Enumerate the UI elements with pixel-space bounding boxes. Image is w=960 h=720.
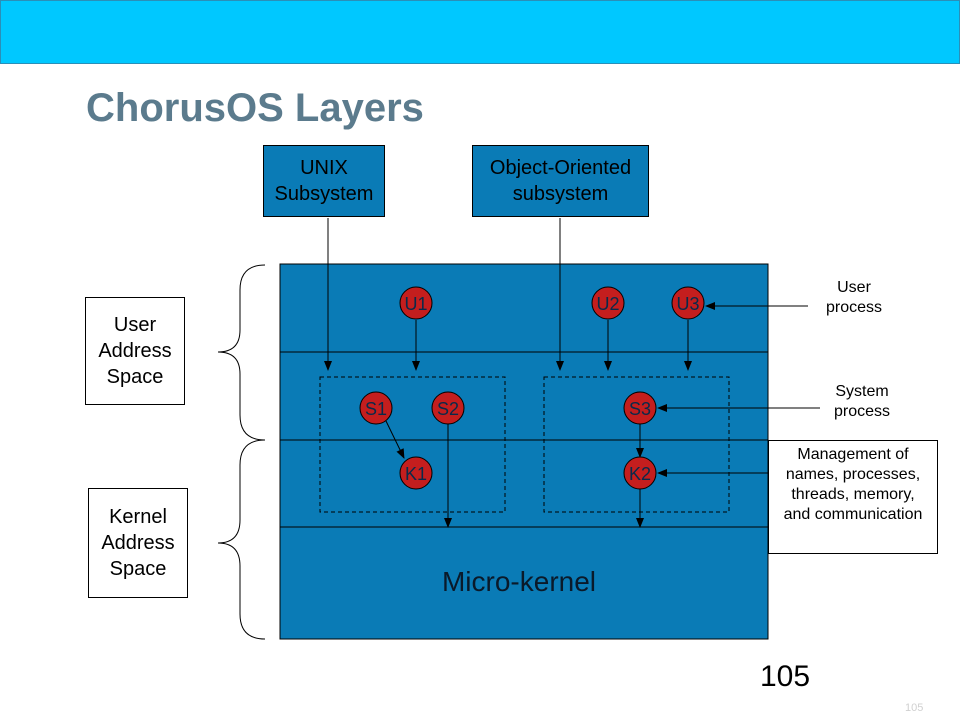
user-process-annotation: User process — [808, 278, 900, 318]
node-u3-label: U3 — [676, 294, 699, 314]
node-s3: S3 — [623, 391, 657, 425]
oo-subsystem-line-1: Object-Oriented — [489, 157, 632, 179]
page-number-footer: 105 — [905, 702, 924, 714]
oo-process-group — [543, 376, 730, 513]
kernel-address-line-2: Address — [101, 532, 175, 554]
slide-title: ChorusOS Layers — [86, 86, 424, 130]
user-address-space-box: User Address Space — [85, 297, 185, 405]
node-u1: U1 — [399, 286, 433, 320]
unix-subsystem-line-1: UNIX — [300, 157, 348, 179]
management-line-2: names, processes, — [785, 466, 921, 483]
unix-subsystem-line-2: Subsystem — [274, 183, 374, 205]
s1-to-k1-arrow — [385, 420, 405, 459]
node-s1-label: S1 — [365, 399, 387, 419]
user-process-line-2: process — [825, 299, 883, 316]
unix-subsystem-box: UNIX Subsystem — [263, 145, 385, 217]
management-line-4: and communication — [783, 506, 923, 523]
unix-process-group — [319, 376, 506, 513]
node-s3-label: S3 — [629, 399, 651, 419]
oo-subsystem-line-2: subsystem — [512, 183, 609, 205]
management-line-1: Management of — [797, 446, 909, 463]
system-process-annotation: System process — [816, 382, 908, 422]
user-address-line-2: Address — [98, 340, 172, 362]
node-k1-label: K1 — [405, 464, 427, 484]
node-k2-label: K2 — [629, 464, 651, 484]
user-process-line-1: User — [837, 279, 871, 296]
user-address-line-3: Space — [106, 366, 164, 388]
node-u2: U2 — [591, 286, 625, 320]
kernel-address-line-1: Kernel — [109, 506, 167, 528]
management-line-3: threads, memory, — [791, 486, 915, 503]
kernel-address-line-3: Space — [109, 558, 167, 580]
system-process-line-2: process — [833, 403, 891, 420]
management-annotation-box: Management of names, processes, threads,… — [768, 440, 938, 554]
kernel-space-brace — [217, 439, 266, 640]
node-s2: S2 — [431, 391, 465, 425]
node-u2-label: U2 — [596, 294, 619, 314]
node-u1-label: U1 — [404, 294, 427, 314]
page-number: 105 — [760, 660, 811, 693]
user-address-line-1: User — [113, 314, 157, 336]
system-process-line-1: System — [835, 383, 889, 400]
kernel-address-space-box: Kernel Address Space — [88, 488, 188, 598]
node-u3: U3 — [671, 286, 705, 320]
node-k2: K2 — [623, 456, 657, 490]
top-banner — [0, 0, 960, 64]
micro-kernel-label: Micro-kernel — [442, 566, 596, 597]
object-oriented-subsystem-box: Object-Oriented subsystem — [472, 145, 649, 217]
node-s2-label: S2 — [437, 399, 459, 419]
node-s1: S1 — [359, 391, 393, 425]
user-space-brace — [217, 264, 266, 441]
node-k1: K1 — [399, 456, 433, 490]
